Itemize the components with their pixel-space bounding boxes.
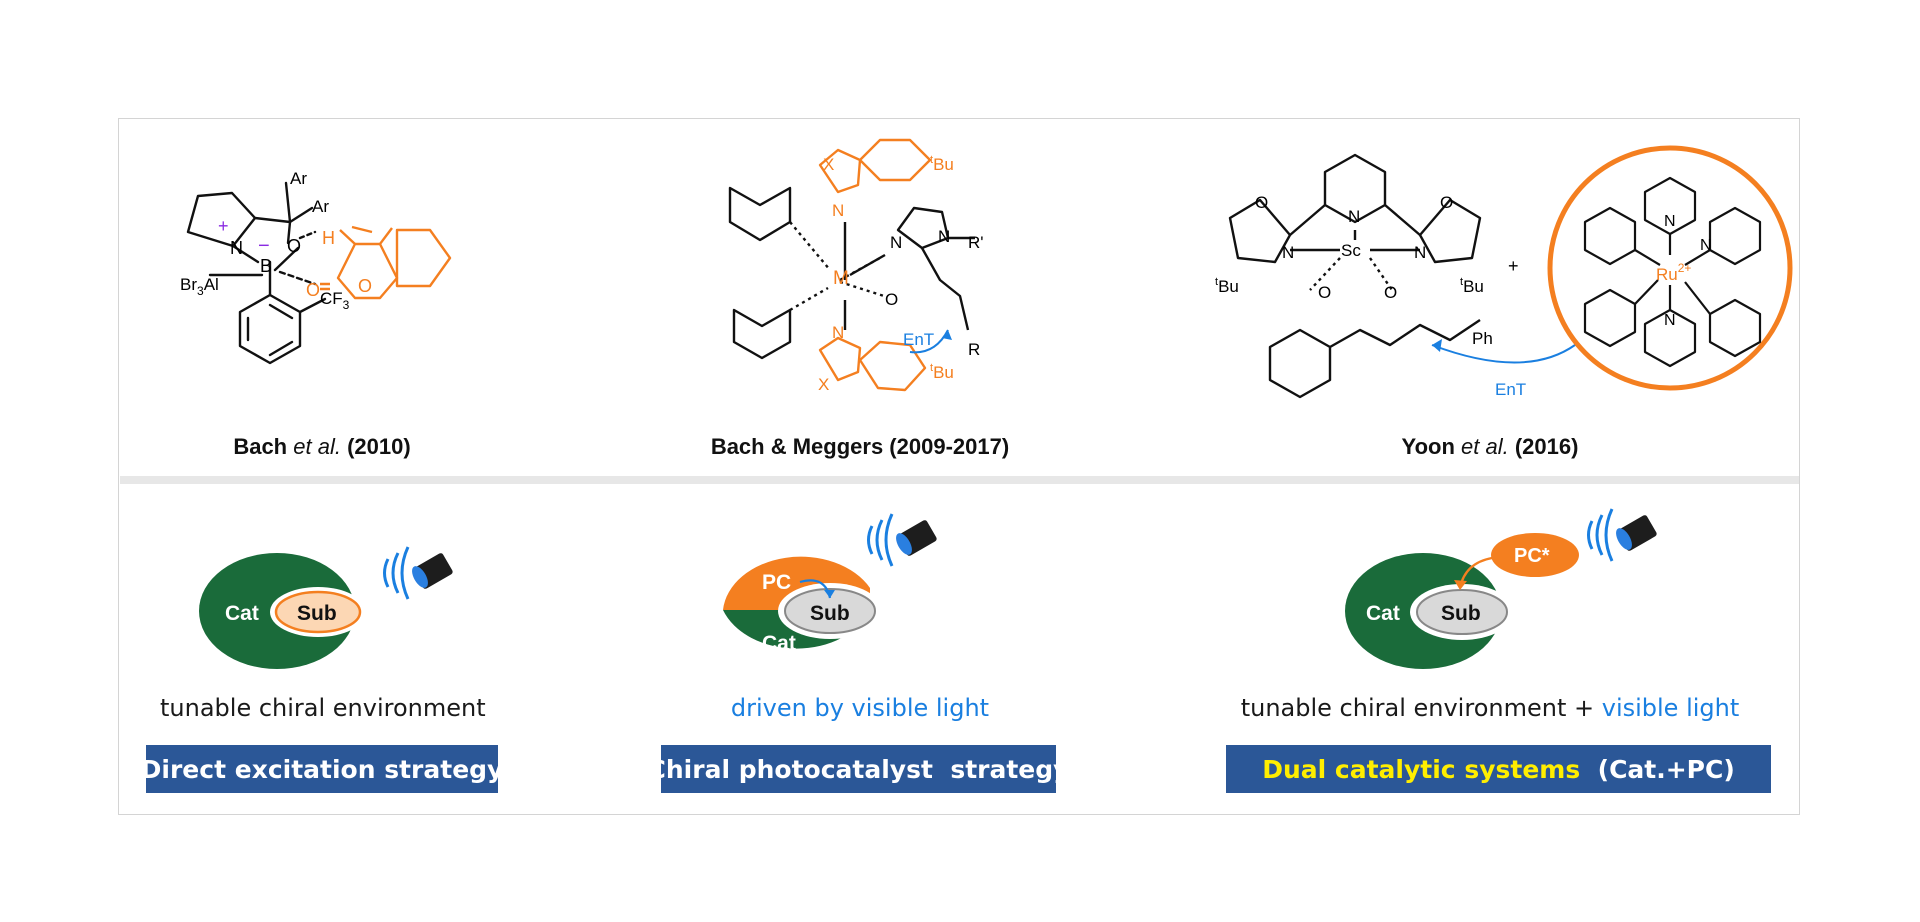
label: N	[1414, 243, 1426, 262]
label: tBu	[1460, 276, 1484, 296]
direct-excitation-banner: Direct excitation strategy	[141, 745, 503, 793]
label: +	[1508, 256, 1519, 276]
label: N	[1664, 213, 1676, 230]
label: N	[1348, 207, 1360, 226]
label: N	[938, 227, 950, 246]
label: O	[1255, 193, 1268, 212]
figure-frame	[118, 118, 1800, 815]
label: N	[1664, 312, 1676, 329]
dual-catalytic-banner: Dual catalytic systems (Cat.+PC)	[1226, 745, 1771, 793]
label: Sc	[1341, 241, 1361, 260]
label: tBu	[930, 362, 954, 382]
label: H	[322, 228, 335, 248]
caption-bach-meggers: Bach & Meggers (2009-2017)	[710, 434, 1010, 459]
label: O	[1440, 193, 1453, 212]
label: EnT	[903, 330, 934, 349]
yoon-ent-arrowhead	[1432, 339, 1442, 352]
bach-meggers-structure	[728, 186, 975, 360]
label: +	[218, 216, 229, 236]
label: O	[1318, 283, 1331, 302]
caption-yoon-2016: Yoon et al. (2016)	[1401, 434, 1579, 459]
label: N	[890, 233, 902, 252]
label: Ar	[290, 169, 307, 188]
direct-description: tunable chiral environment	[160, 694, 486, 722]
label: EnT	[1495, 380, 1526, 399]
bach-2010-structure	[186, 181, 327, 365]
label: Ar	[312, 197, 329, 216]
bach-2010-coumarin	[320, 225, 452, 300]
label: N	[832, 323, 844, 342]
label: O	[885, 290, 898, 309]
label: O	[358, 276, 372, 296]
chiral-pc-description: driven by visible light	[730, 694, 990, 722]
label: −	[258, 235, 270, 257]
label: N	[1700, 237, 1712, 254]
label: Ph	[1472, 329, 1493, 348]
yoon-ent-arrow	[1431, 344, 1576, 364]
label: CF3	[320, 289, 350, 312]
label: N	[832, 201, 844, 220]
dual-description: tunable chiral environment + visible lig…	[1240, 694, 1740, 722]
yoon-2016-structure	[1228, 153, 1482, 399]
label: R	[968, 340, 980, 359]
structures-panel: Ar Ar N B O H O O + − Br3Al CF3 X N tBu …	[180, 138, 1793, 399]
caption-bach-2010: Bach et al. (2010)	[233, 434, 411, 459]
label: O	[1384, 283, 1397, 302]
chiral-photocatalyst-banner: Chiral photocatalyst strategy	[648, 745, 1069, 793]
label: tBu	[1215, 276, 1239, 296]
section-divider	[120, 476, 1799, 484]
label: O	[306, 280, 320, 300]
label: Br3Al	[180, 275, 219, 298]
label: Ru2+	[1656, 261, 1691, 284]
label: X	[818, 375, 829, 394]
label: N	[1282, 243, 1294, 262]
label: N	[230, 238, 243, 258]
label: tBu	[930, 154, 954, 174]
label: X	[823, 155, 834, 174]
label: R'	[968, 233, 984, 252]
ru-ligands	[1583, 176, 1762, 368]
label: O	[287, 236, 301, 256]
ent-arrowhead	[942, 330, 952, 340]
bach-meggers-benzazoles	[818, 138, 932, 392]
label: B	[260, 256, 272, 276]
ru-photocatalyst-circle	[1547, 145, 1793, 391]
label: M	[833, 268, 849, 289]
